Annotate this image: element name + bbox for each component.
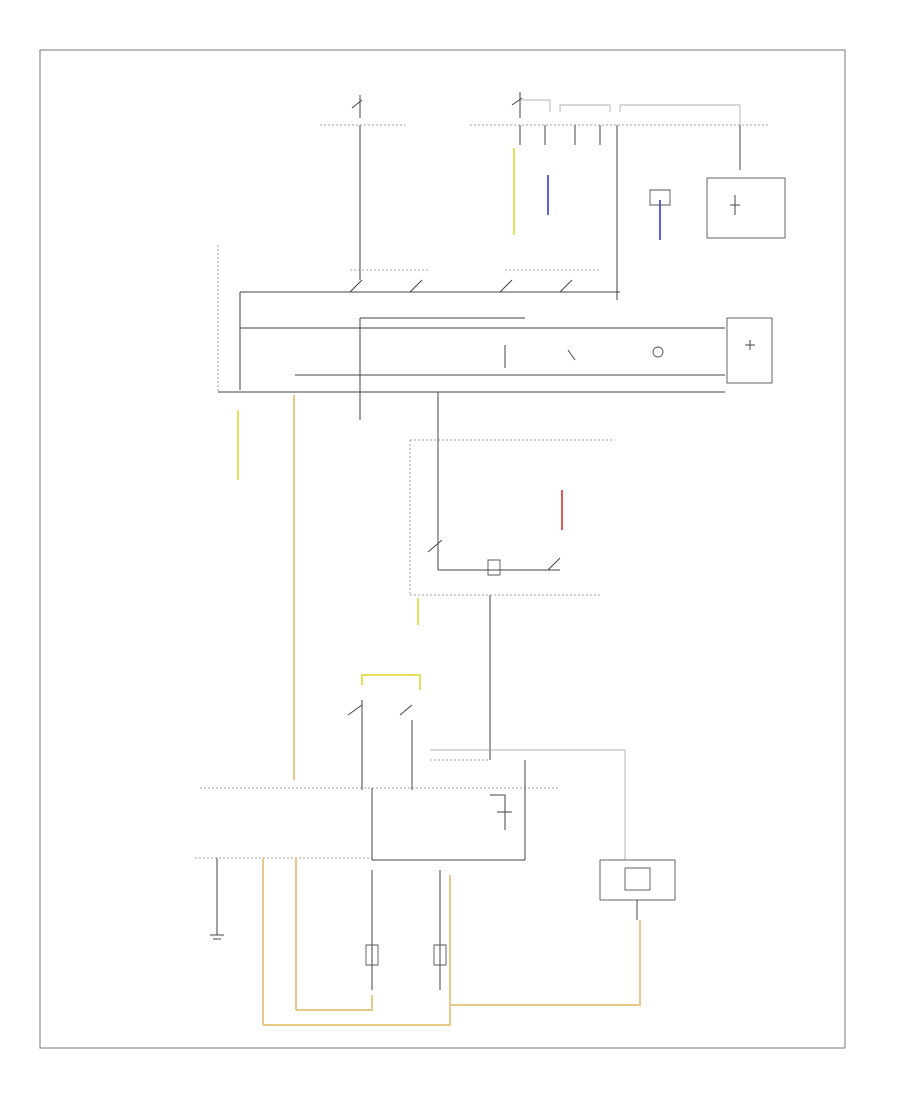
diagram-frame	[39, 49, 846, 1049]
middle-relay-block	[409, 420, 615, 596]
tan-wire-loop-1	[263, 875, 451, 1026]
ground-symbol	[210, 934, 224, 940]
switch-row	[239, 269, 620, 390]
tan-wire-loop-3	[450, 920, 641, 1006]
top-left-fuse-block	[320, 95, 405, 280]
module-connector-box	[726, 317, 773, 384]
right-lamp	[433, 870, 447, 990]
indicator-lamp	[652, 346, 664, 358]
tan-wire-loop-2	[296, 995, 373, 1011]
sensor-component	[649, 189, 671, 206]
sensor-module-box	[706, 177, 786, 239]
left-lamp	[365, 870, 379, 990]
bottom-right-sensor	[599, 859, 676, 920]
lower-switch	[347, 674, 490, 790]
control-module	[217, 245, 773, 393]
bottom-relay-box	[200, 749, 626, 861]
top-right-relay-block	[470, 92, 770, 300]
